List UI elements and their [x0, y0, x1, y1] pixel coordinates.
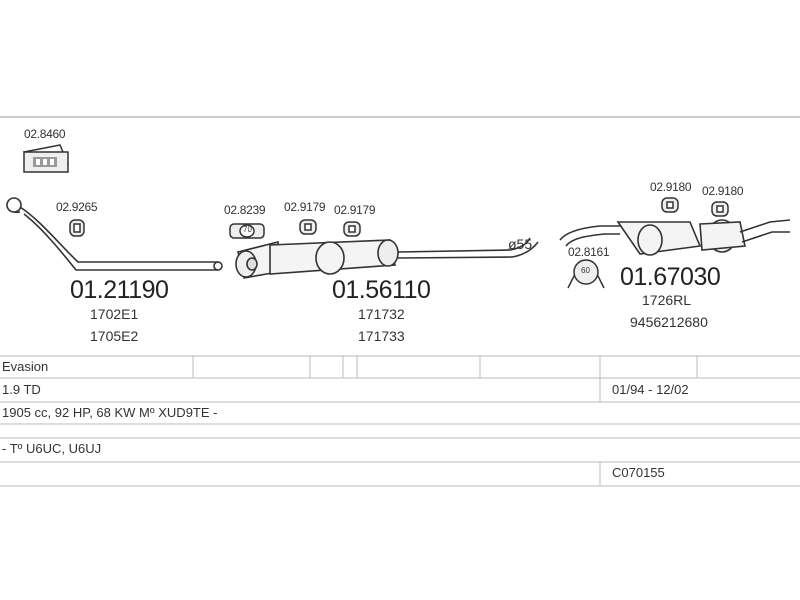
- clamp-mid-inner-label: 70: [243, 225, 252, 234]
- clamp-mid-label: 02.8239: [224, 203, 266, 217]
- hanger-mid-2[interactable]: [343, 221, 361, 237]
- hanger-rear-2-label: 02.9180: [702, 184, 744, 198]
- spec-table-grid: [0, 355, 800, 487]
- front-pipe-ref2: 1705E2: [90, 328, 139, 344]
- rear-ref1: 1726RL: [642, 292, 692, 308]
- engine-cell: 1.9 TD: [2, 382, 41, 397]
- mid-ref1: 171732: [358, 306, 405, 322]
- clamp-rear-inner-label: 60: [581, 266, 590, 275]
- type-cell: - Tº U6UC, U6UJ: [2, 441, 102, 456]
- hanger-mid-2-label: 02.9179: [334, 203, 376, 217]
- hanger-rear-2[interactable]: [711, 201, 729, 217]
- front-pipe-ref1: 1702E1: [90, 306, 139, 322]
- gasket-front-label: 02.9265: [56, 200, 98, 214]
- spec-cell: 1905 cc, 92 HP, 68 KW Mº XUD9TE -: [2, 405, 218, 420]
- date-range-cell: 01/94 - 12/02: [612, 382, 689, 397]
- rear-part-number: 01.67030: [620, 263, 721, 291]
- clamp-rear-label: 02.8161: [568, 245, 610, 259]
- code-cell: C070155: [612, 465, 665, 480]
- front-pipe[interactable]: [6, 197, 223, 271]
- gasket-front-part[interactable]: [69, 219, 85, 237]
- mid-ref2: 171733: [358, 328, 405, 344]
- rear-silencer[interactable]: [559, 219, 791, 256]
- clamp-box-label: 02.8460: [24, 127, 66, 141]
- pipe-diameter-label: ø55: [508, 236, 533, 252]
- middle-silencer[interactable]: [235, 237, 539, 279]
- hanger-rear-1[interactable]: [661, 197, 679, 213]
- rear-ref2: 9456212680: [630, 314, 708, 330]
- model-cell: Evasion: [2, 359, 49, 374]
- clamp-box-part[interactable]: [22, 144, 70, 173]
- hanger-mid-1[interactable]: [299, 219, 317, 235]
- hanger-mid-1-label: 02.9179: [284, 200, 326, 214]
- hanger-rear-1-label: 02.9180: [650, 180, 692, 194]
- front-pipe-part-number: 01.21190: [70, 276, 169, 304]
- clamp-rear-part[interactable]: [567, 259, 605, 289]
- mid-part-number: 01.56110: [332, 276, 431, 304]
- clamp-mid-part[interactable]: [229, 223, 265, 239]
